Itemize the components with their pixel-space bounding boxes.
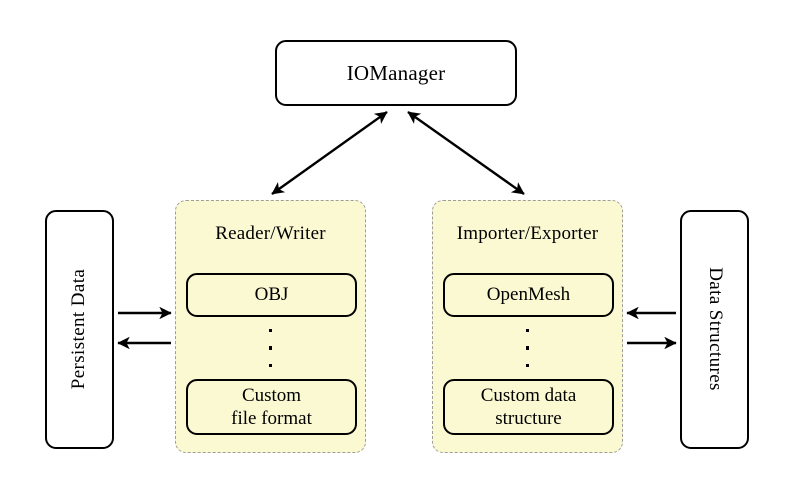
item-custom-file-format-line1: Custom — [241, 384, 302, 406]
item-openmesh[interactable]: OpenMesh — [443, 273, 614, 317]
group-reader-writer[interactable]: Reader/Writer OBJ Custom file format — [175, 200, 366, 453]
node-io-manager[interactable]: IOManager — [275, 40, 517, 106]
item-custom-data-structure-label: Custom data structure — [481, 384, 577, 430]
group-importer-exporter[interactable]: Importer/Exporter OpenMesh Custom data s… — [432, 200, 623, 453]
persistent-data-label: Persistent Data — [68, 269, 90, 390]
group-importer-exporter-title: Importer/Exporter — [456, 223, 599, 244]
group-reader-writer-title: Reader/Writer — [215, 223, 326, 244]
item-custom-data-structure[interactable]: Custom data structure — [443, 379, 614, 435]
item-custom-file-format-label: Custom file format — [231, 384, 312, 430]
data-structures-label: Data Structures — [704, 267, 726, 392]
arrow-manager-readerwriter — [271, 111, 388, 195]
node-data-structures[interactable]: Data Structures — [680, 210, 749, 449]
item-openmesh-label: OpenMesh — [486, 284, 571, 306]
item-obj-label: OBJ — [254, 284, 289, 306]
item-custom-file-format-line2: file format — [231, 408, 312, 429]
node-persistent-data[interactable]: Persistent Data — [45, 210, 114, 449]
importer-exporter-ellipsis-icon — [433, 329, 622, 367]
reader-writer-ellipsis-icon — [176, 329, 365, 367]
arrow-manager-importerexporter — [407, 111, 525, 195]
item-custom-data-structure-line1: Custom data — [480, 384, 577, 406]
item-custom-file-format[interactable]: Custom file format — [186, 379, 357, 435]
item-obj[interactable]: OBJ — [186, 273, 357, 317]
item-custom-data-structure-line2: structure — [495, 408, 562, 429]
io-manager-label: IOManager — [346, 60, 446, 85]
